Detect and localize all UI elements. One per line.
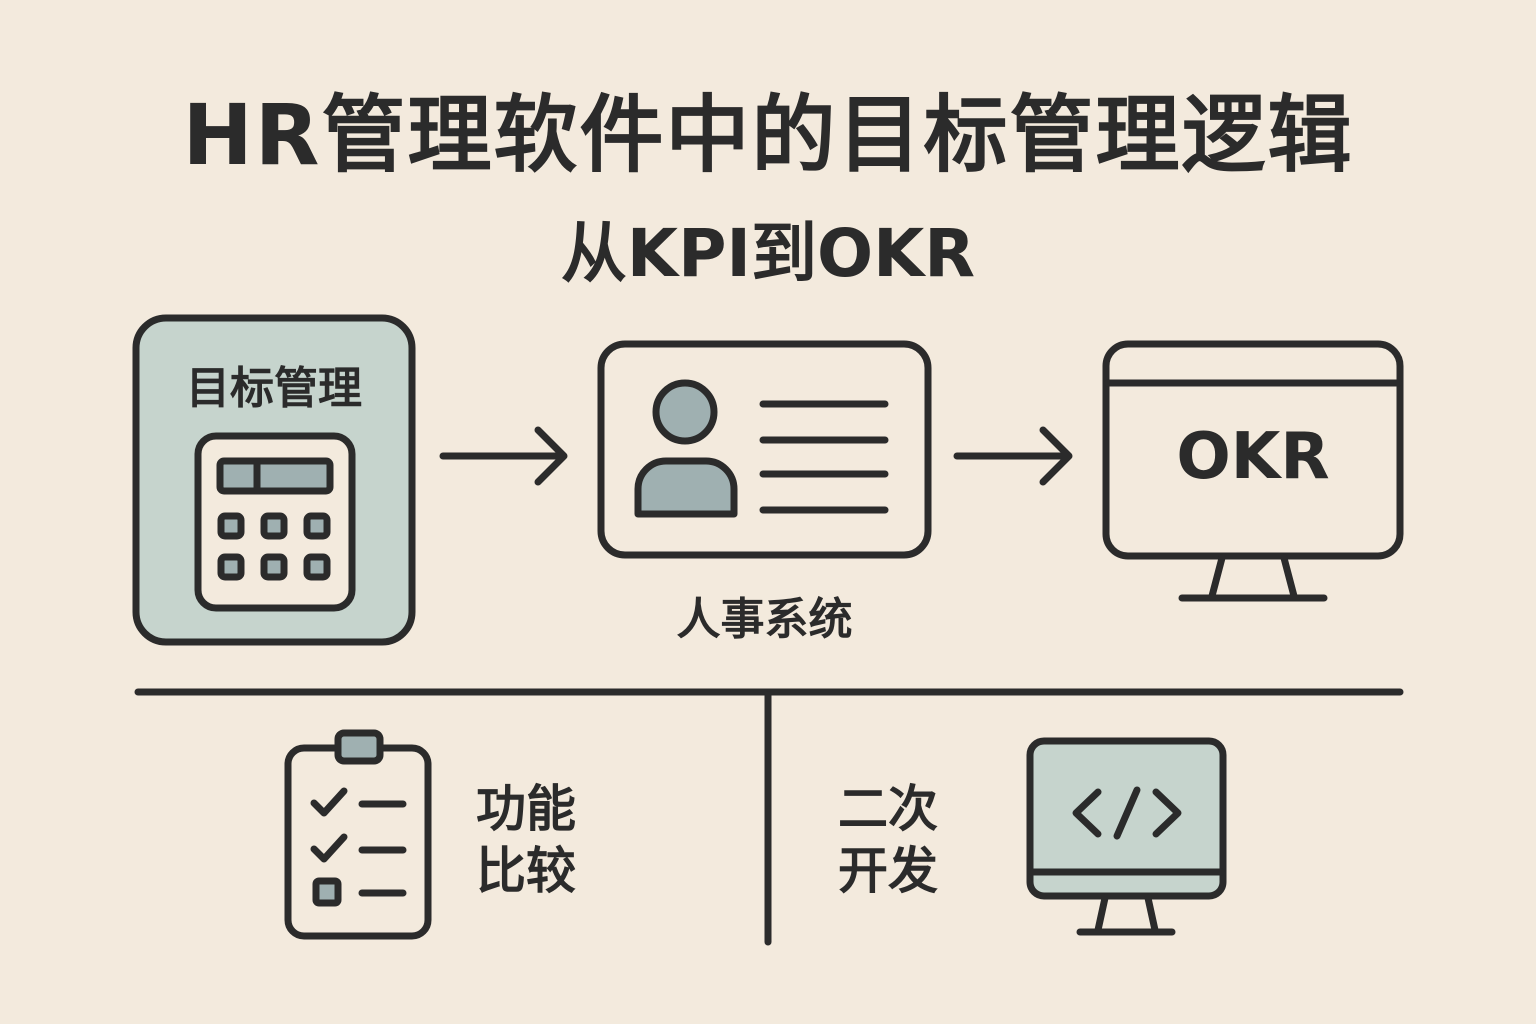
feature-comparison-label: 功能 比较 <box>476 778 576 902</box>
secondary-development-line2: 开发 <box>838 842 938 900</box>
page-subtitle: 从KPI到OKR <box>560 215 976 292</box>
calculator-icon <box>194 432 356 612</box>
code-monitor-icon <box>1026 737 1227 936</box>
feature-comparison-line2: 比较 <box>476 842 576 900</box>
arrow-right-icon <box>953 426 1073 486</box>
goal-management-label: 目标管理 <box>186 363 362 414</box>
hr-system-id-card-icon <box>597 340 932 559</box>
checklist-clipboard-icon <box>284 729 432 940</box>
secondary-development-label: 二次 开发 <box>838 778 938 902</box>
feature-comparison-line1: 功能 <box>476 780 576 838</box>
page-title: HR管理软件中的目标管理逻辑 <box>182 86 1354 184</box>
okr-monitor-icon <box>1102 340 1404 602</box>
okr-label: OKR <box>1176 420 1330 494</box>
secondary-development-line1: 二次 <box>838 780 938 838</box>
arrow-right-icon <box>439 426 568 486</box>
hr-system-label: 人事系统 <box>676 594 853 645</box>
